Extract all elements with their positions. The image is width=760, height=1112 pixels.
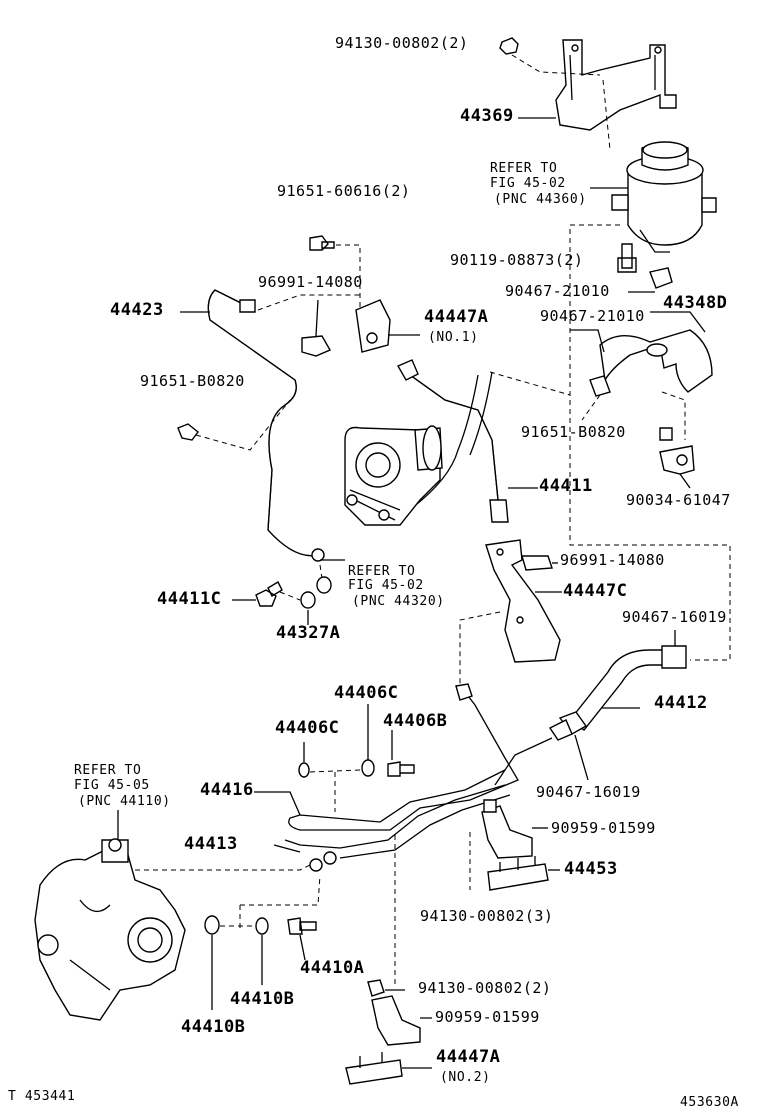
label-44447a-2: 44447A — [436, 1047, 501, 1067]
footer-left-code: T 453441 — [8, 1089, 76, 1104]
label-44413: 44413 — [184, 834, 238, 854]
pressure-pipe-44423 — [207, 289, 325, 562]
label-90119-08873: 90119-08873(2) — [450, 251, 584, 269]
label-refer-to-c: REFER TO — [74, 763, 142, 778]
bolt-91651-b0820-a — [177, 423, 199, 441]
label-44410b-b: 44410B — [181, 1017, 246, 1037]
bolt-44406b — [387, 761, 415, 777]
gasket-44406c-a — [298, 762, 310, 778]
label-fig-45-02-a: FIG 45-02 — [490, 176, 566, 191]
washer-44410b-a — [204, 915, 220, 935]
label-90034-61047: 90034-61047 — [626, 491, 731, 509]
label-no2: (NO.2) — [440, 1070, 491, 1085]
return-pipes — [284, 683, 553, 872]
label-90959-01599-b: 90959-01599 — [435, 1008, 540, 1026]
label-96991-14080-b: 96991-14080 — [560, 551, 665, 569]
power-steering-pump — [344, 425, 443, 526]
label-44327a: 44327A — [276, 623, 341, 643]
label-90959-01599-a: 90959-01599 — [551, 819, 656, 837]
bracket-44447a-2 — [345, 1059, 403, 1085]
bracket-44447a-1 — [355, 299, 391, 353]
label-96991-14080-a: 96991-14080 — [258, 273, 363, 291]
label-91651-b0820-a: 91651-B0820 — [140, 372, 245, 390]
reservoir-bracket — [555, 39, 677, 131]
clip-96991-b — [521, 555, 553, 571]
gasket-44406c-b — [361, 759, 375, 777]
label-refer-to-a: REFER TO — [490, 161, 558, 176]
label-44412: 44412 — [654, 693, 708, 713]
label-44411c: 44411C — [157, 589, 222, 609]
label-94130-00802-2-top: 94130-00802(2) — [335, 34, 469, 52]
label-no1: (NO.1) — [428, 330, 479, 345]
label-fig-45-05: FIG 45-05 — [74, 778, 150, 793]
label-44411: 44411 — [539, 476, 593, 496]
footer-right-code: 453630A — [680, 1095, 739, 1110]
label-44410b-a: 44410B — [230, 989, 295, 1009]
clip-96991-a — [301, 335, 331, 357]
washer-44327a-a — [300, 591, 316, 609]
label-44369: 44369 — [460, 106, 514, 126]
label-91651-b0820-b: 91651-B0820 — [521, 423, 626, 441]
label-90467-16019-a: 90467-16019 — [622, 608, 727, 626]
label-pnc-44110: (PNC 44110) — [78, 794, 171, 809]
label-pnc-44360: (PNC 44360) — [494, 192, 587, 207]
nut-bottom — [367, 979, 385, 997]
bolt-90119 — [617, 243, 637, 273]
label-44406b: 44406B — [383, 711, 448, 731]
hose-44411 — [397, 359, 509, 523]
label-94130-00802-3: 94130-00802(3) — [420, 907, 554, 925]
bolt-91651-60616 — [309, 235, 335, 251]
label-refer-to-b: REFER TO — [348, 564, 416, 579]
washer-44327a-b — [316, 576, 332, 594]
nut-top — [499, 37, 519, 55]
label-fig-45-02-b: FIG 45-02 — [348, 578, 424, 593]
label-pnc-44320: (PNC 44320) — [352, 594, 445, 609]
label-91651-60616: 91651-60616(2) — [277, 182, 411, 200]
label-44410a: 44410A — [300, 958, 365, 978]
bolt-44410a — [287, 917, 317, 935]
washer-44410b-b — [255, 917, 269, 935]
label-90467-21010-b: 90467-21010 — [540, 307, 645, 325]
label-44447a-1: 44447A — [424, 307, 489, 327]
label-94130-00802-2-b: 94130-00802(2) — [418, 979, 552, 997]
reservoir — [611, 141, 717, 253]
bracket-90959-a — [481, 805, 533, 859]
bracket-90959-b — [371, 995, 421, 1046]
label-44453: 44453 — [564, 859, 618, 879]
hose-44412 — [558, 645, 687, 735]
label-90467-21010-a: 90467-21010 — [505, 282, 610, 300]
label-44406c-a: 44406C — [334, 683, 399, 703]
label-44406c-b: 44406C — [275, 718, 340, 738]
bracket-44453 — [487, 863, 549, 891]
label-44423: 44423 — [110, 300, 164, 320]
label-90467-16019-b: 90467-16019 — [536, 783, 641, 801]
label-44447c: 44447C — [563, 581, 628, 601]
hose-44348d — [589, 329, 713, 397]
bolt-44411c — [255, 581, 283, 607]
steering-gear — [34, 838, 186, 1021]
clamp-top — [649, 267, 673, 289]
label-44348d: 44348D — [663, 293, 728, 313]
label-44416: 44416 — [200, 780, 254, 800]
